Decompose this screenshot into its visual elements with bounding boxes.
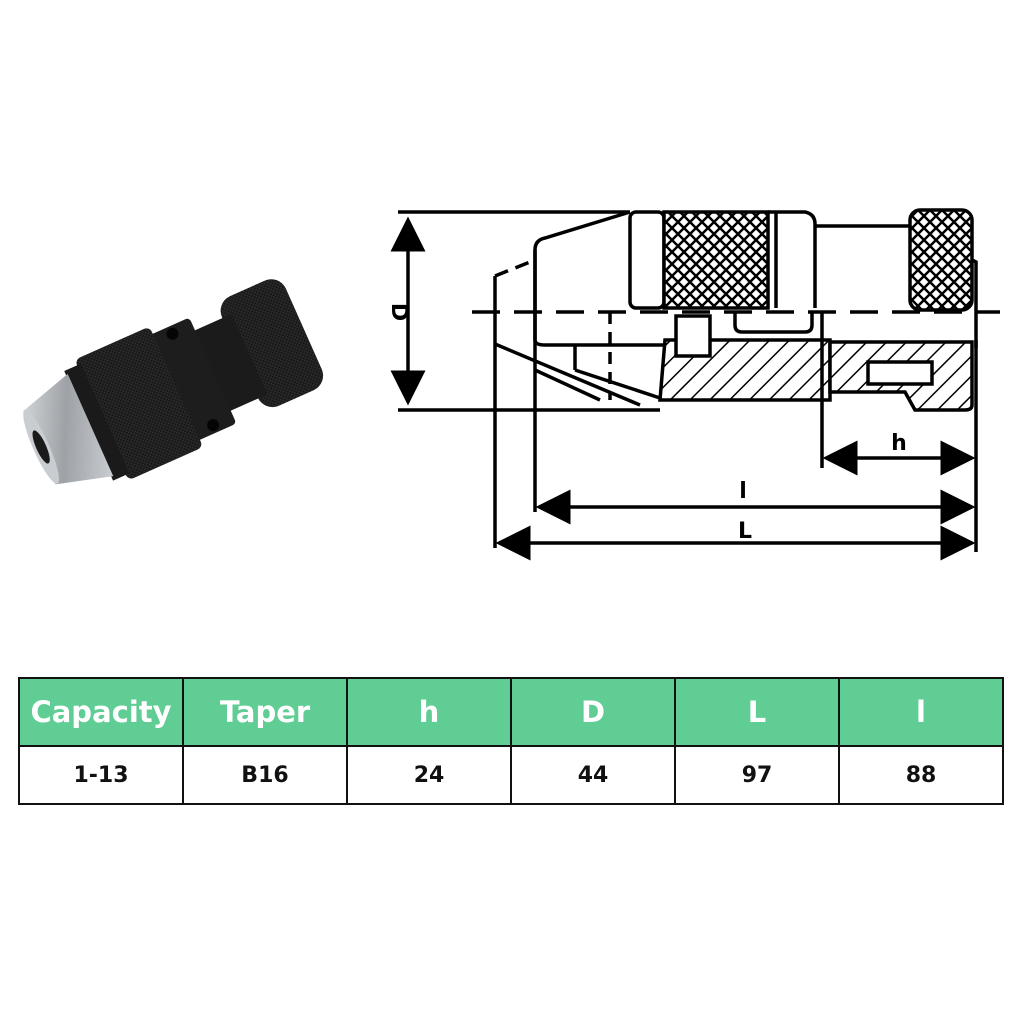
specifications-table: Capacity Taper h D L l 1-13 B16 24 44 97… <box>18 677 1004 805</box>
column-header-taper: Taper <box>182 677 348 747</box>
column-header-L: L <box>674 677 840 747</box>
column-header-h: h <box>346 677 512 747</box>
dimension-label-h: h <box>891 431 907 456</box>
column-header-l: l <box>838 677 1004 747</box>
cell-D: 44 <box>510 745 676 805</box>
dimension-label-L: L <box>738 519 752 544</box>
dimension-label-l: l <box>739 479 747 504</box>
cell-L: 97 <box>674 745 840 805</box>
front-knurled-sleeve <box>76 328 202 479</box>
drill-chuck-photo <box>23 279 324 485</box>
rear-knurled-ring <box>220 279 324 408</box>
dimension-label-D: D <box>386 303 411 321</box>
cell-l: 88 <box>838 745 1004 805</box>
technical-drawing: D h l L <box>386 208 1000 561</box>
cell-h: 24 <box>346 745 512 805</box>
table-header-row: Capacity Taper h D L l <box>18 677 1004 747</box>
cell-capacity: 1-13 <box>18 745 184 805</box>
table-row: 1-13 B16 24 44 97 88 <box>18 745 1004 805</box>
cell-taper: B16 <box>182 745 348 805</box>
column-header-D: D <box>510 677 676 747</box>
column-header-capacity: Capacity <box>18 677 184 747</box>
